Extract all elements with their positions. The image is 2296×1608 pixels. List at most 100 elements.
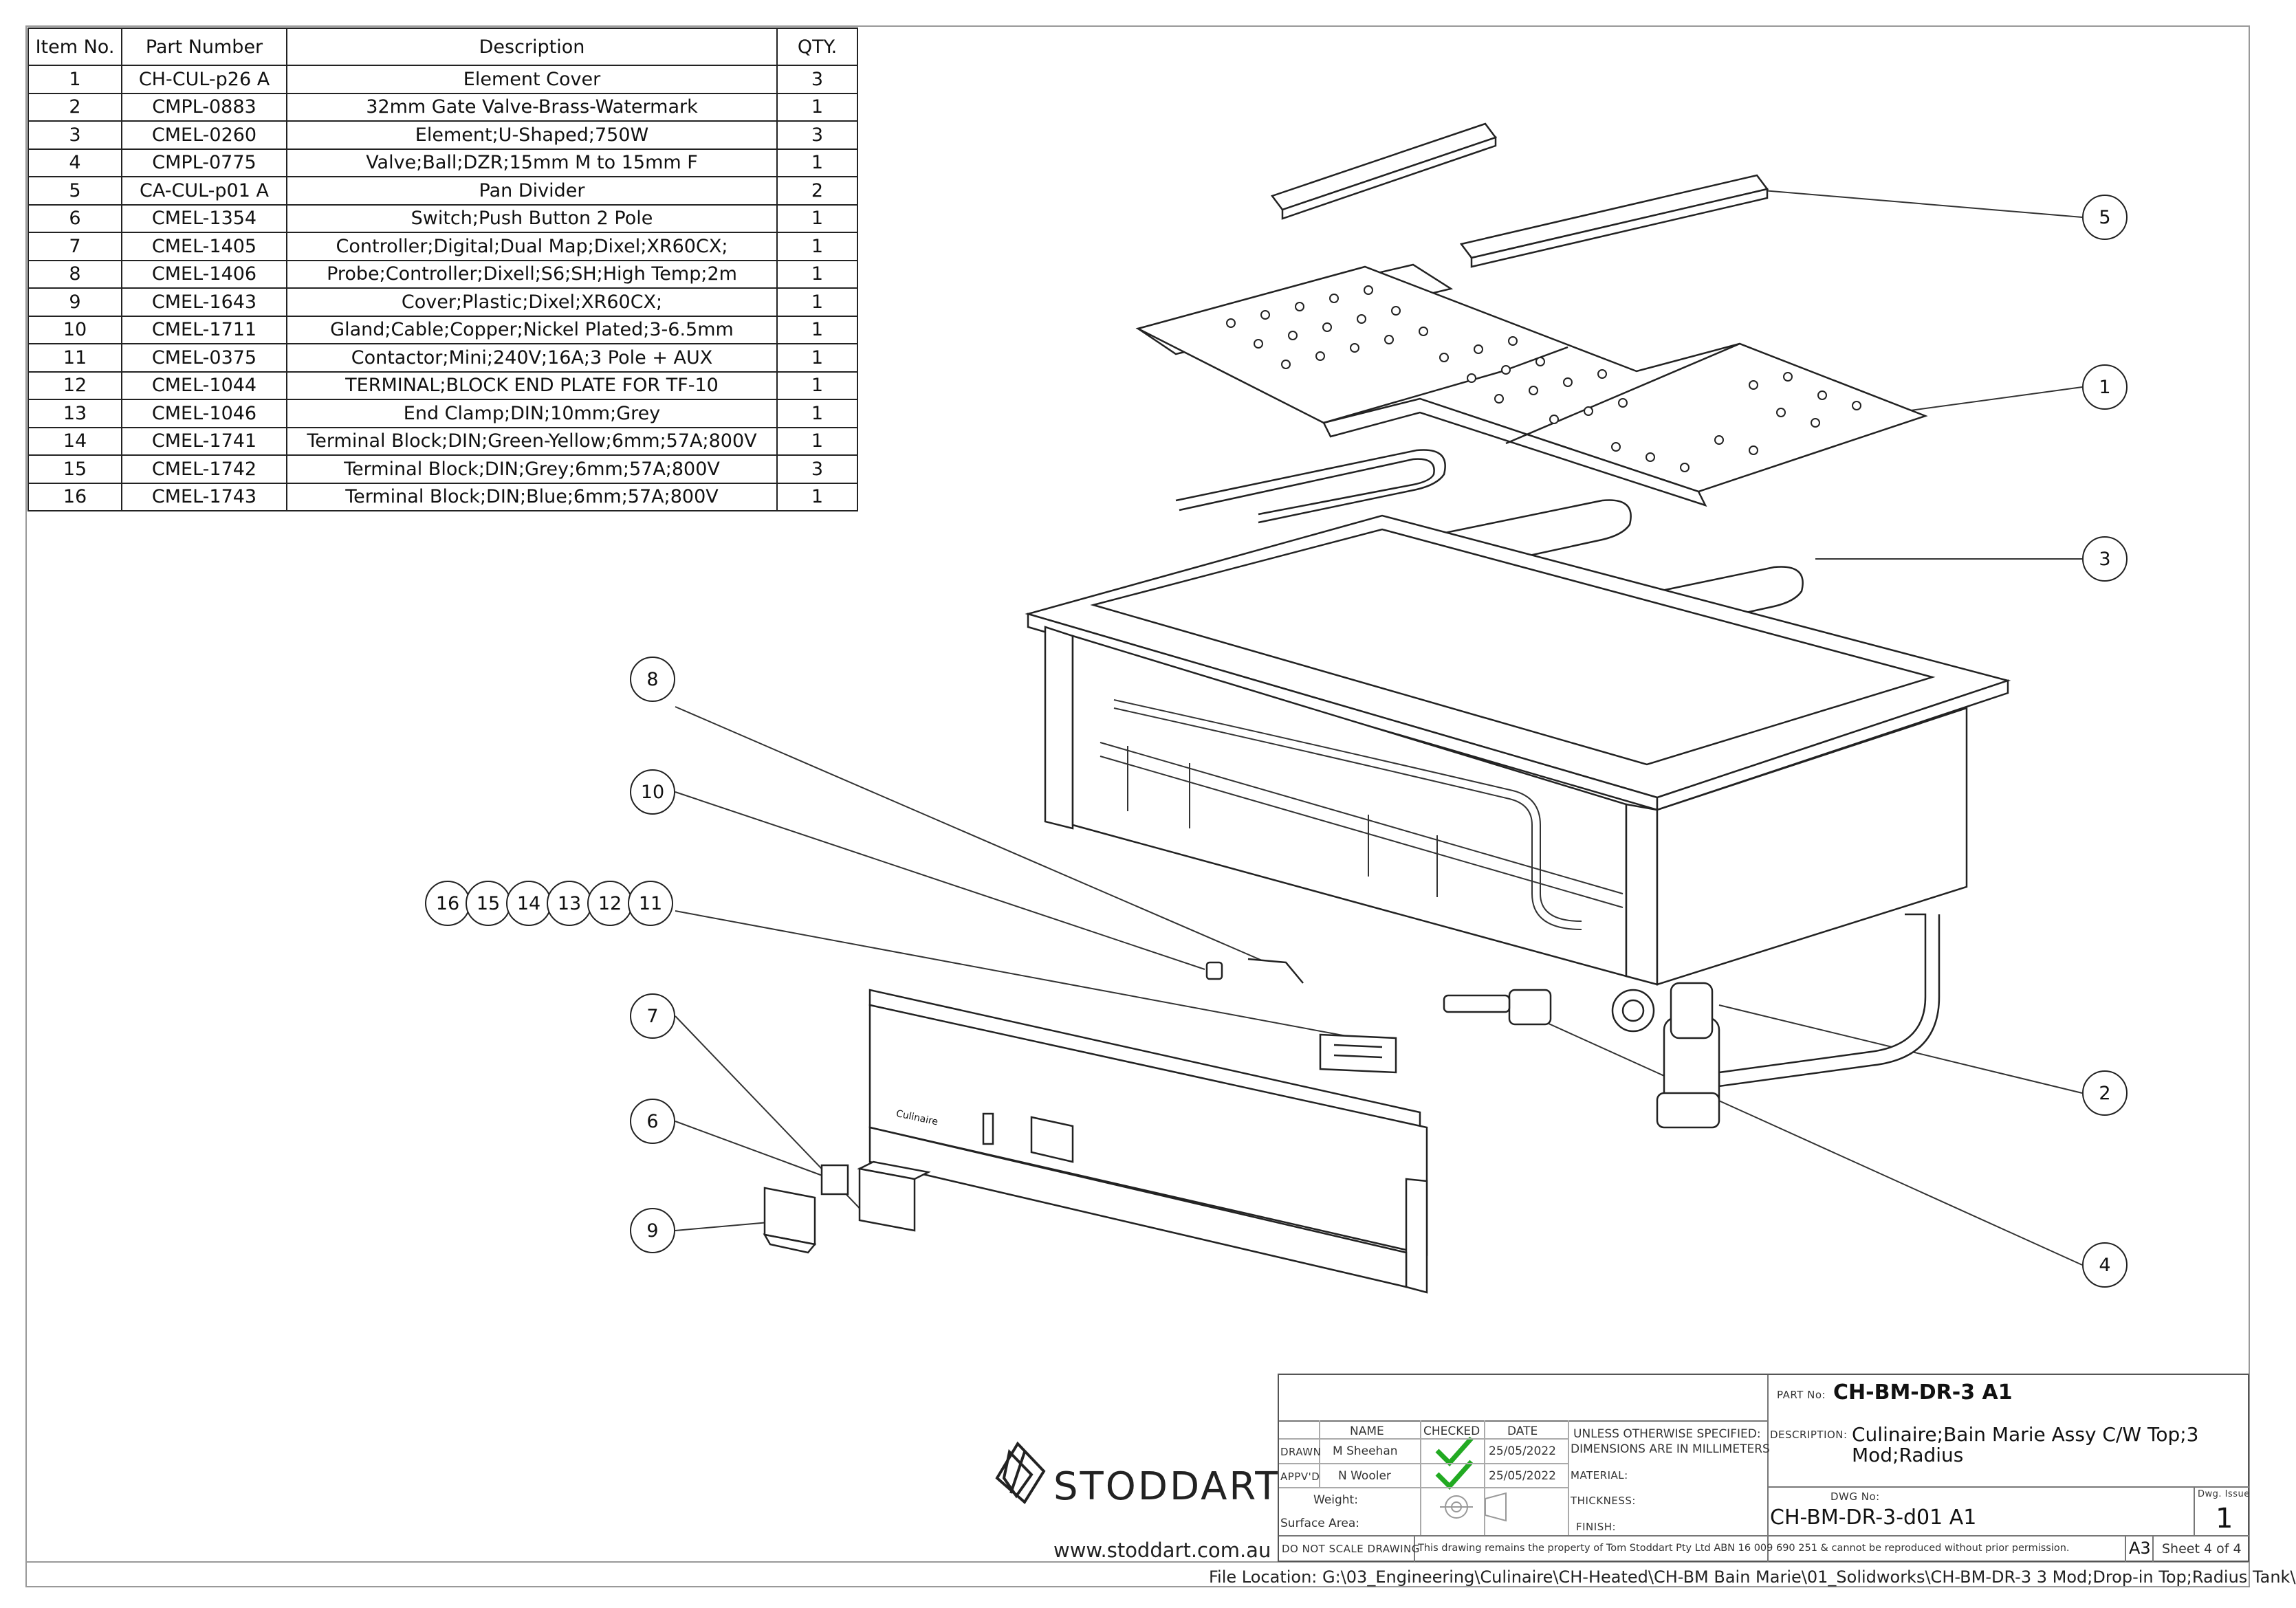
file-location: File Location: G:\03_Engineering\Culinai…	[1209, 1567, 2296, 1587]
col-name-header: NAME	[1350, 1424, 1384, 1438]
balloon-13: 13	[547, 881, 592, 926]
tb-divider	[1414, 1535, 1415, 1562]
col-date-header: DATE	[1507, 1424, 1538, 1438]
description-line-2: Mod;Radius	[1852, 1444, 1964, 1466]
tb-divider	[2194, 1486, 2195, 1535]
bom-cell-description: Terminal Block;DIN;Blue;6mm;57A;800V	[286, 482, 778, 511]
balloon-11: 11	[628, 881, 673, 926]
company-name: STODDART	[1053, 1464, 1281, 1509]
balloon-3: 3	[2082, 536, 2128, 582]
bom-cell-qty: 1	[776, 287, 858, 317]
bom-cell-part-number: CMEL-1354	[121, 203, 287, 233]
bom-cell-qty: 1	[776, 399, 858, 428]
bom-cell-item-no: 6	[28, 203, 122, 233]
bom-cell-part-number: CMEL-0260	[121, 120, 287, 150]
bom-cell-part-number: CMEL-1044	[121, 371, 287, 400]
bom-cell-qty: 1	[776, 343, 858, 373]
bom-cell-qty: 1	[776, 315, 858, 344]
balloon-10: 10	[630, 769, 675, 815]
company-website: www.stoddart.com.au	[1053, 1539, 1271, 1562]
balloon-8: 8	[630, 657, 675, 702]
appvd-label: APPV'D	[1280, 1471, 1320, 1483]
title-block: PART No: CH-BM-DR-3 A1 DESCRIPTION: Culi…	[1278, 1374, 2249, 1562]
bom-cell-description: TERMINAL;BLOCK END PLATE FOR TF-10	[286, 371, 778, 400]
bom-cell-item-no: 8	[28, 259, 122, 289]
description-label: DESCRIPTION:	[1770, 1429, 1848, 1441]
balloon-15: 15	[466, 881, 511, 926]
drawn-date: 25/05/2022	[1489, 1444, 1556, 1458]
element-covers	[1135, 263, 1928, 507]
bom-cell-part-number: CMEL-1405	[121, 232, 287, 261]
bom-header-item-no: Item No.	[28, 27, 122, 66]
bom-cell-part-number: CMPL-0775	[121, 148, 287, 177]
projection-symbol-icon	[1440, 1492, 1507, 1522]
balloon-14: 14	[506, 881, 551, 926]
surface-area-label: Surface Area:	[1280, 1517, 1360, 1530]
bom-cell-part-number: CMEL-1046	[121, 399, 287, 428]
bom-cell-part-number: CMEL-1742	[121, 454, 287, 484]
tb-divider	[1767, 1375, 1769, 1562]
bom-cell-qty: 1	[776, 203, 858, 233]
balloon-2: 2	[2082, 1070, 2128, 1116]
bom-cell-part-number: CMPL-0883	[121, 92, 287, 122]
file-location-strip	[25, 1561, 2250, 1587]
drawn-name: M Sheehan	[1333, 1444, 1398, 1458]
dwg-issue-label: Dwg. Issue	[2198, 1489, 2250, 1499]
front-control-panel	[868, 989, 1428, 1294]
balloon-9: 9	[630, 1208, 675, 1253]
bom-cell-item-no: 9	[28, 287, 122, 317]
sheet-size: A3	[2129, 1539, 2151, 1558]
bom-header-row: Item No. Part Number Description QTY.	[28, 27, 858, 66]
bom-cell-item-no: 10	[28, 315, 122, 344]
balloon-4: 4	[2082, 1242, 2128, 1288]
drawn-label: DRAWN	[1280, 1446, 1322, 1458]
tb-divider	[1568, 1420, 1569, 1535]
bom-cell-item-no: 15	[28, 454, 122, 484]
tb-divider	[1484, 1420, 1485, 1535]
bom-cell-item-no: 1	[28, 65, 122, 94]
bom-cell-item-no: 12	[28, 371, 122, 400]
bom-cell-description: Contactor;Mini;240V;16A;3 Pole + AUX	[286, 343, 778, 373]
do-not-scale-note: DO NOT SCALE DRAWING	[1282, 1543, 1420, 1555]
bom-cell-qty: 1	[776, 232, 858, 261]
bom-cell-item-no: 5	[28, 176, 122, 206]
tb-divider	[1420, 1420, 1421, 1535]
bom-cell-item-no: 3	[28, 120, 122, 150]
bom-cell-item-no: 2	[28, 92, 122, 122]
bom-cell-item-no: 4	[28, 148, 122, 177]
tb-divider	[2125, 1535, 2126, 1562]
col-checked-header: CHECKED	[1423, 1424, 1480, 1438]
bom-cell-item-no: 16	[28, 482, 122, 511]
bom-cell-qty: 1	[776, 259, 858, 289]
sheet-number: Sheet 4 of 4	[2162, 1541, 2242, 1556]
tb-divider	[1279, 1487, 1568, 1488]
bom-cell-part-number: CH-CUL-p26 A	[121, 65, 287, 94]
tank-internals	[1100, 699, 1623, 930]
controller-assembly	[763, 1160, 931, 1254]
leader-lines	[675, 188, 2083, 1266]
u-shaped-elements	[1175, 449, 1804, 644]
thickness-label: THICKNESS:	[1571, 1495, 1636, 1507]
description-line-1: Culinaire;Bain Marie Assy C/W Top;3	[1852, 1423, 2199, 1446]
bom-cell-item-no: 7	[28, 232, 122, 261]
balloon-5: 5	[2082, 195, 2128, 240]
bom-cell-item-no: 14	[28, 426, 122, 456]
tb-divider	[1319, 1420, 1320, 1487]
bom-cell-part-number: CMEL-0375	[121, 343, 287, 373]
tb-divider	[2152, 1535, 2154, 1562]
balloon-6: 6	[630, 1099, 675, 1144]
finish-label: FINISH:	[1576, 1521, 1617, 1533]
approved-check-icon	[1435, 1460, 1474, 1490]
bom-cell-qty: 1	[776, 92, 858, 122]
